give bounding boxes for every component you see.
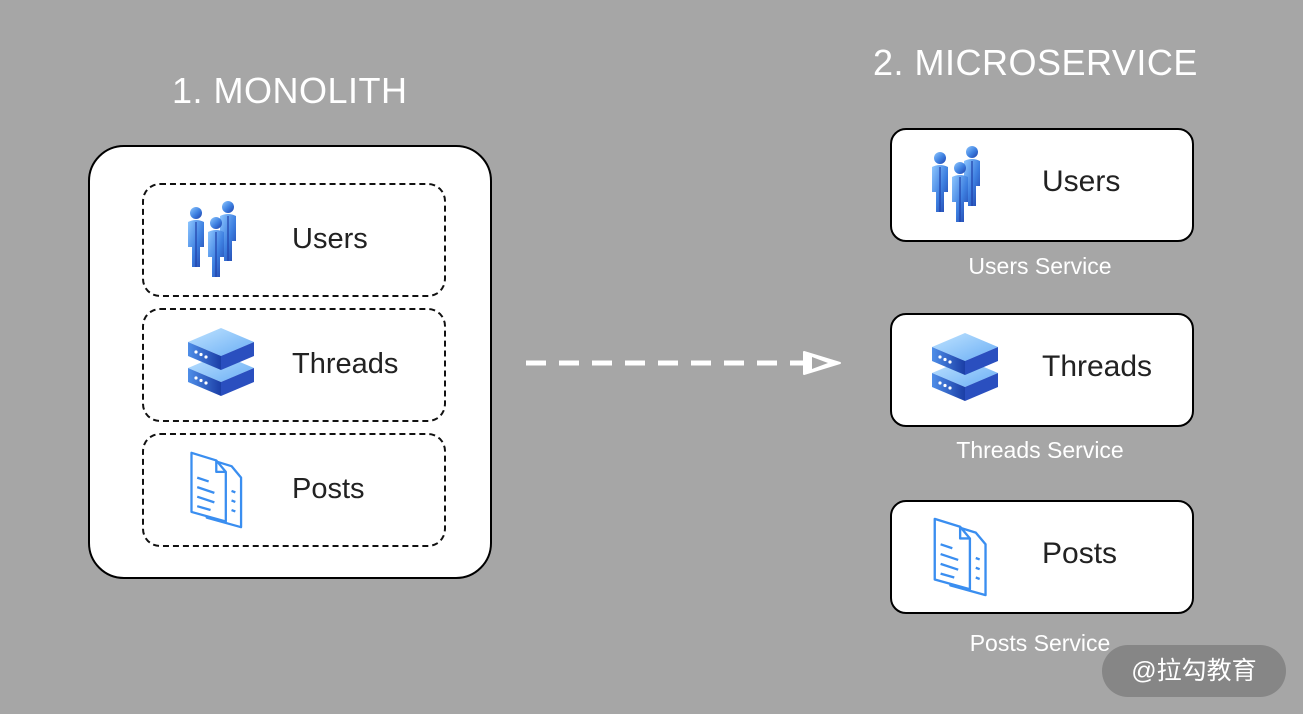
monolith-module-users: Users [142, 183, 446, 297]
users-icon [184, 199, 260, 281]
monolith-module-posts: Posts [142, 433, 446, 547]
server-stack-icon [184, 324, 260, 406]
service-caption-users: Users Service [968, 253, 1112, 279]
module-label: Threads [292, 348, 399, 380]
service-box-threads: Threads [890, 313, 1194, 427]
users-icon [928, 143, 1004, 227]
monolith-module-threads: Threads [142, 308, 446, 422]
module-label: Users [292, 223, 368, 255]
microservice-title: 2. MICROSERVICE [873, 42, 1198, 83]
service-box-users: Users [890, 128, 1194, 242]
service-label: Threads [1042, 350, 1153, 383]
transition-arrow [526, 351, 841, 375]
documents-icon [933, 517, 987, 597]
watermark-badge: @拉勾教育 [1102, 645, 1286, 697]
monolith-container: Users Threads Posts [88, 145, 492, 579]
service-label: Posts [1042, 537, 1118, 570]
server-stack-icon [928, 328, 1004, 412]
service-label: Users [1042, 165, 1121, 198]
service-caption-threads: Threads Service [956, 437, 1124, 463]
service-caption-posts: Posts Service [969, 630, 1111, 656]
service-box-posts: Posts [890, 500, 1194, 614]
monolith-title: 1. MONOLITH [172, 70, 408, 111]
documents-icon [190, 451, 243, 529]
module-label: Posts [292, 473, 365, 505]
